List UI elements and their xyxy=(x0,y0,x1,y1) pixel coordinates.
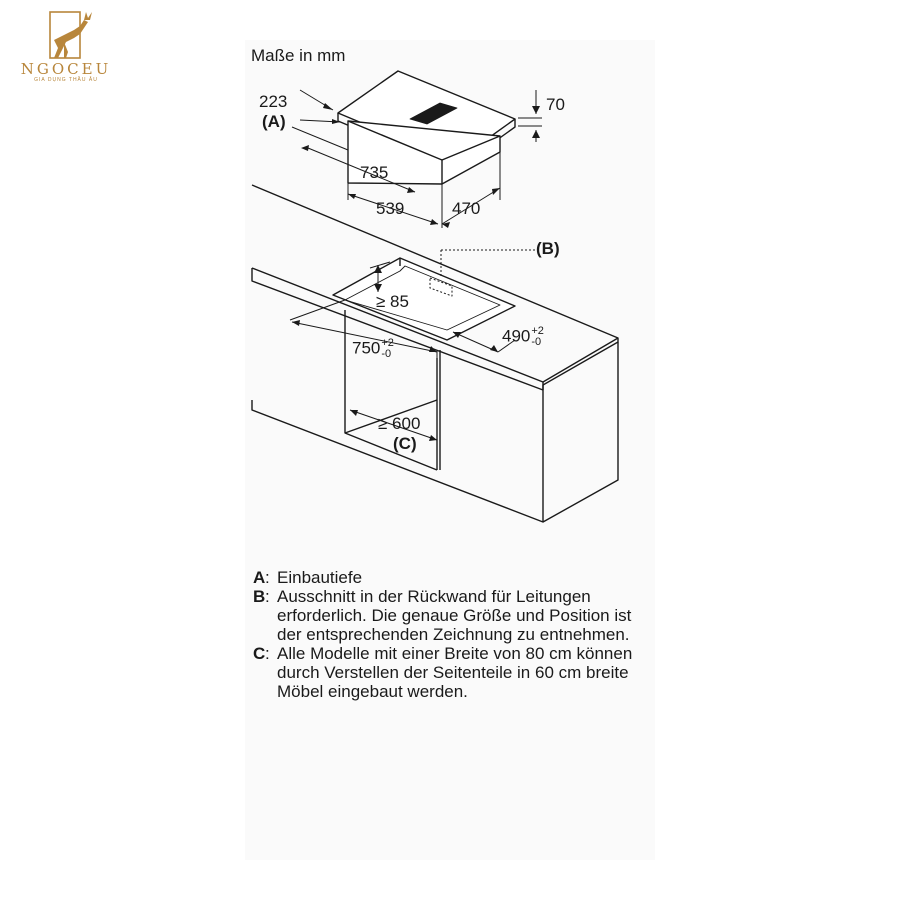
label-a: (A) xyxy=(262,112,286,131)
kitchen-counter xyxy=(251,184,619,523)
dim-cabinet-width: ≥ 600 xyxy=(378,414,421,433)
dim-cutout-width: 750+2-0 xyxy=(352,338,394,360)
dim-glass-thickness: 70 xyxy=(546,95,565,114)
tol-plus: +2 xyxy=(531,325,544,337)
label-b: (B) xyxy=(536,239,560,258)
dim-cutout-depth-tolerance: +2-0 xyxy=(531,326,544,348)
legend-item-c: C: Alle Modelle mit einer Breite von 80 … xyxy=(253,644,663,701)
legend-text: Ausschnitt in der Rückwand für Leitungen… xyxy=(277,587,632,644)
dim-length-top: 735 xyxy=(360,163,389,182)
label-c: (C) xyxy=(393,434,417,453)
legend-text: Alle Modelle mit einer Breite von 80 cm … xyxy=(277,644,633,701)
brand-name: NGOCEU xyxy=(20,60,112,78)
tol-minus: -0 xyxy=(381,348,392,360)
legend-text: Einbautiefe xyxy=(277,568,363,587)
brand-logo[interactable] xyxy=(14,6,124,86)
legend-item-a: A: Einbautiefe xyxy=(253,568,663,587)
dim-width-body: 539 xyxy=(376,199,405,218)
legend-key: C xyxy=(253,644,266,663)
dim-cutout-depth: 490+2-0 xyxy=(502,326,544,348)
dim-depth-top: 470 xyxy=(452,199,481,218)
legend-key: B xyxy=(253,587,266,606)
dim-min-gap: ≥ 85 xyxy=(376,292,409,311)
deer-icon xyxy=(49,11,92,59)
dim-cutout-width-value: 750 xyxy=(352,338,381,358)
cooktop-dimension-lines xyxy=(291,89,542,228)
cooktop-unit xyxy=(337,70,516,185)
dim-cutout-width-tolerance: +2-0 xyxy=(381,338,394,360)
rear-wall-cutout xyxy=(429,249,535,297)
dim-cutout-depth-value: 490 xyxy=(502,326,531,346)
units-label: Maße in mm xyxy=(251,46,346,65)
tol-plus: +2 xyxy=(381,337,394,349)
legend-key: A xyxy=(253,568,266,587)
legend-item-b: B: Ausschnitt in der Rückwand für Leitun… xyxy=(253,587,663,644)
tol-minus: -0 xyxy=(531,336,542,348)
legend: A: Einbautiefe B: Ausschnitt in der Rück… xyxy=(253,568,663,701)
dimension-arrows xyxy=(292,103,540,441)
brand-tagline: GIA DỤNG THẦU ÂU xyxy=(34,77,98,83)
dim-height-total: 223 xyxy=(259,92,288,111)
